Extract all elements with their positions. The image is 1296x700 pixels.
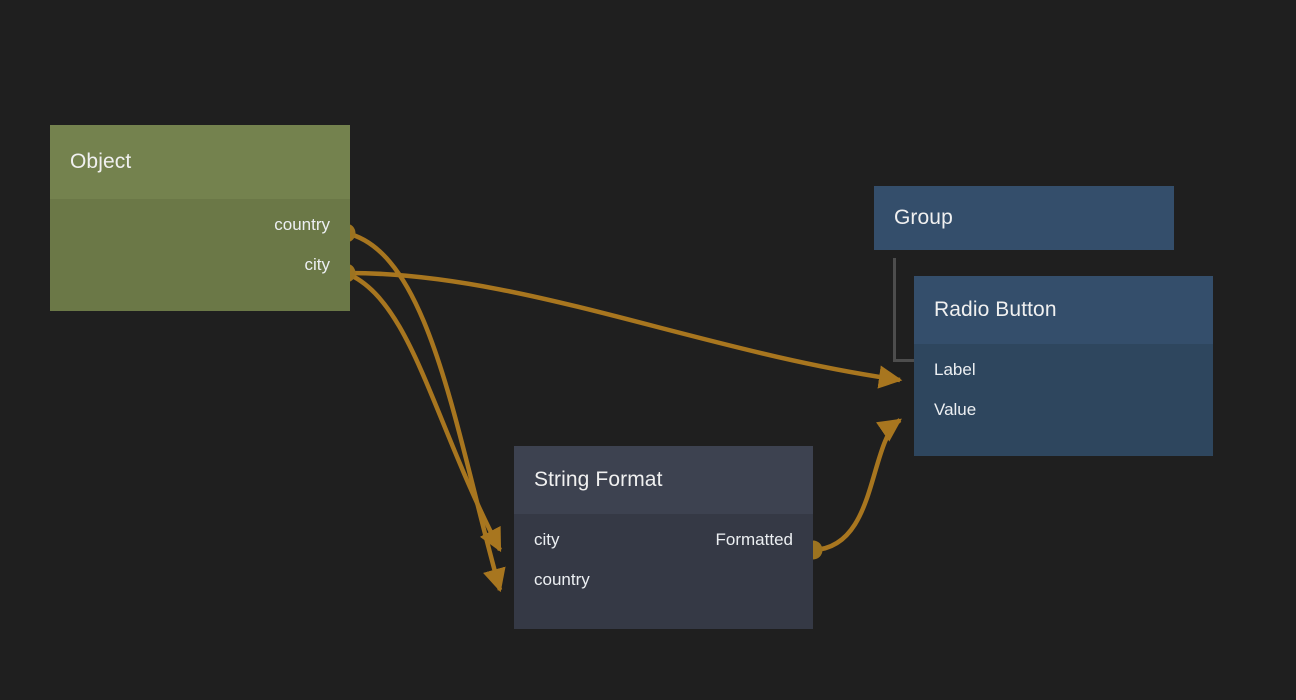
input-label-label: Label [934, 360, 976, 379]
output-row-country[interactable]: country [50, 205, 350, 245]
node-object-title: Object [70, 150, 132, 173]
node-group[interactable]: Group [874, 186, 1174, 250]
output-label-formatted: Formatted [715, 530, 793, 549]
node-radio-button-header[interactable]: Radio Button [914, 276, 1213, 344]
node-radio-button-body: Label Value [914, 344, 1213, 456]
node-string-format-header[interactable]: String Format [514, 446, 813, 514]
input-label-country: country [534, 570, 590, 589]
node-radio-button-title: Radio Button [934, 298, 1057, 321]
node-string-format-title: String Format [534, 468, 663, 491]
node-string-format-body: city Formatted country [514, 514, 813, 629]
edge-stringformat-formatted-to-radio-value [812, 418, 902, 553]
edge-object-city-to-radio-label [345, 270, 903, 389]
input-label-city: city [534, 530, 560, 549]
node-group-header[interactable]: Group [874, 186, 1174, 250]
node-group-title: Group [894, 206, 953, 229]
group-child-bracket [893, 258, 917, 362]
node-object-header[interactable]: Object [50, 125, 350, 199]
node-object[interactable]: Object country city [50, 125, 350, 311]
node-radio-button[interactable]: Radio Button Label Value [914, 276, 1213, 456]
output-label-city: city [304, 255, 331, 274]
output-row-city[interactable]: city [50, 245, 350, 285]
input-label-value: Value [934, 400, 977, 419]
edge-object-city-to-stringformat-city [345, 270, 502, 553]
edge-object-country-to-stringformat-country [345, 230, 506, 593]
node-string-format[interactable]: String Format city Formatted country [514, 446, 813, 629]
input-row-value[interactable]: Value [914, 390, 1213, 430]
input-row-label[interactable]: Label [914, 350, 1213, 390]
node-object-body: country city [50, 199, 350, 311]
row-city-formatted[interactable]: city Formatted [514, 520, 813, 560]
output-label-country: country [274, 215, 330, 234]
input-row-country[interactable]: country [514, 560, 813, 600]
